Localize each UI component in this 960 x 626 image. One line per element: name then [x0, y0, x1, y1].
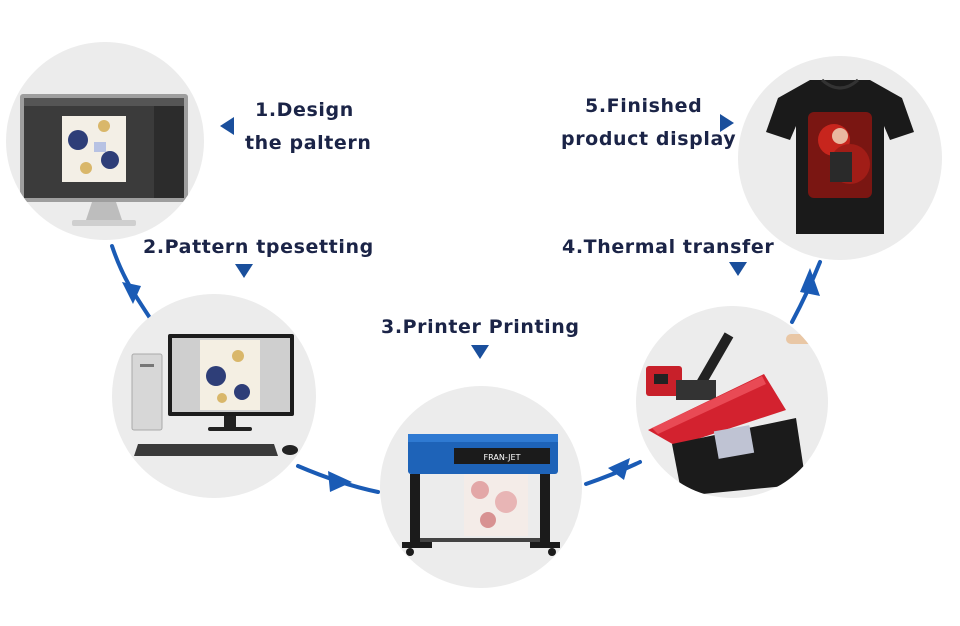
- step-4-image-heat-press: [636, 306, 828, 498]
- arrowhead-1-to-2: [122, 282, 141, 304]
- step-2-pointer-icon: [235, 264, 253, 278]
- printer-brand-text: FRAN-JET: [484, 453, 521, 462]
- step-5-pointer-icon: [720, 114, 734, 132]
- step-3-image-printer: FRAN-JET: [380, 386, 582, 588]
- step-4-label: 4.Thermal transfer: [562, 236, 775, 258]
- step-3-pointer-icon: [471, 345, 489, 359]
- step-2-image-desktop-computer: [112, 294, 316, 498]
- arrowhead-3-to-4: [608, 458, 630, 480]
- arrowhead-2-to-3: [328, 471, 352, 492]
- step-5-label: 5.Finished product display: [561, 90, 736, 156]
- step-1-pointer-icon: [220, 117, 234, 135]
- step-5-image-tshirt: [738, 56, 942, 260]
- step-5-title: 5.Finished: [585, 95, 703, 117]
- step-1-subtitle: the paltern: [245, 132, 372, 154]
- step-1-title: 1.Design: [255, 99, 354, 121]
- arrowhead-4-to-5: [800, 268, 820, 296]
- step-5-subtitle: product display: [561, 128, 737, 150]
- step-2-label: 2.Pattern tpesetting: [143, 236, 374, 258]
- step-4-pointer-icon: [729, 262, 747, 276]
- step-1-image-design-monitor: [6, 42, 204, 240]
- step-1-label: 1.Design the paltern: [245, 94, 372, 160]
- arrow-3-to-4: [584, 460, 642, 486]
- step-3-label: 3.Printer Printing: [381, 316, 580, 338]
